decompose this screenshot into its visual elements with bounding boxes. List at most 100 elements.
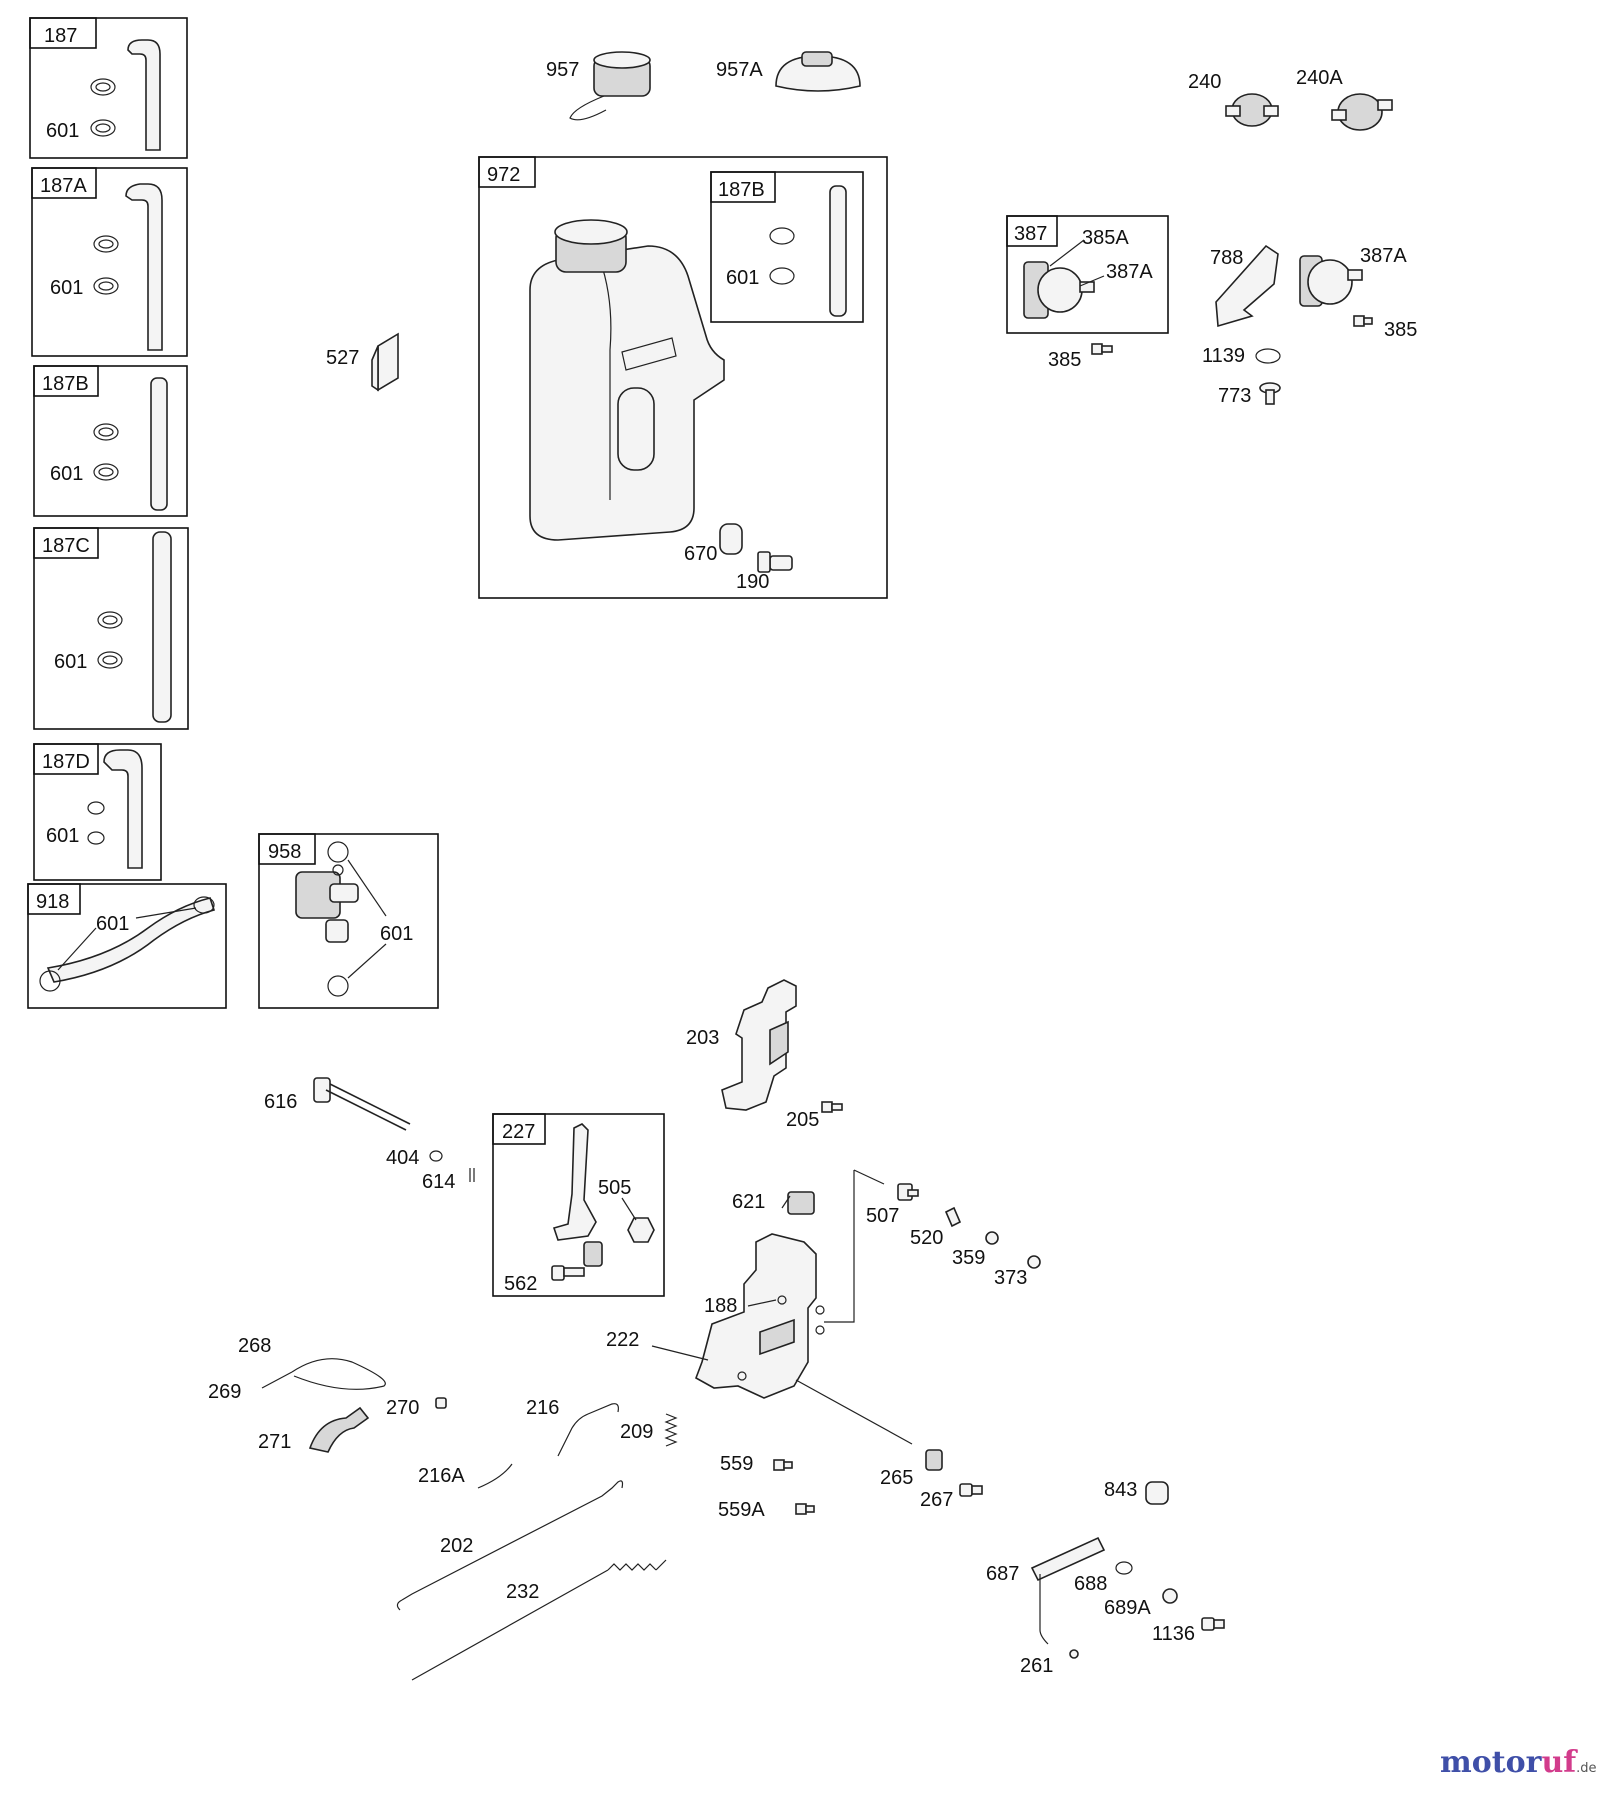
nut-359: 359 — [952, 1231, 999, 1269]
filter-240: 240 — [1188, 71, 1279, 127]
label-270: 270 — [386, 1397, 419, 1419]
label-385: 385 — [1384, 319, 1417, 341]
box-label-918: 918 — [36, 891, 69, 913]
nut-689a: 689A — [1104, 1588, 1178, 1619]
label-1136: 1136 — [1152, 1623, 1195, 1645]
box-label-187b-inner: 187B — [718, 179, 765, 201]
label-209: 209 — [620, 1421, 653, 1443]
hose-straight — [152, 531, 172, 723]
nut-505: 505 — [598, 1177, 655, 1243]
hose-clamp — [193, 896, 215, 914]
hose-clamp — [87, 801, 105, 815]
hose-clamp — [97, 611, 123, 629]
label-387a: 387A — [1106, 261, 1153, 283]
watermark-part2: uf — [1541, 1745, 1578, 1780]
label-385a: 385A — [1082, 227, 1129, 249]
link-216a: 216A — [418, 1463, 513, 1489]
box-387: 387 385A 387A — [1006, 215, 1169, 334]
label-267: 267 — [920, 1489, 953, 1511]
bracket-203: 203 — [686, 979, 797, 1111]
label-188: 188 — [704, 1295, 737, 1317]
washer-1139: 1139 — [1202, 345, 1281, 367]
filter-240a: 240A — [1296, 67, 1393, 131]
bolt-190: 190 — [736, 551, 793, 593]
box-label-227: 227 — [502, 1121, 535, 1143]
fuel-pump-387a: 387A — [1299, 245, 1407, 307]
label-216: 216 — [526, 1397, 559, 1419]
label-601: 601 — [380, 923, 413, 945]
link-202: 202 — [396, 1480, 624, 1611]
label-269: 269 — [208, 1381, 241, 1403]
hose-straight — [829, 185, 847, 317]
label-621: 621 — [732, 1191, 765, 1213]
box-187b-inner: 187B 601 — [710, 171, 864, 323]
screw-385: 385 — [1048, 343, 1113, 371]
label-240: 240 — [1188, 71, 1221, 93]
label-773: 773 — [1218, 385, 1251, 407]
hose-clamp — [93, 235, 119, 253]
hose-elbow — [127, 39, 161, 151]
box-label-958: 958 — [268, 841, 301, 863]
box-918: 918 601 — [27, 883, 227, 1009]
label-373: 373 — [994, 1267, 1027, 1289]
hose-elbow — [103, 749, 143, 869]
label-562: 562 — [504, 1273, 537, 1295]
nut-373: 373 — [994, 1255, 1041, 1289]
label-614: 614 — [422, 1171, 455, 1193]
hose-clamp — [90, 78, 116, 96]
screw-559: 559 — [720, 1453, 793, 1475]
label-1139: 1139 — [1202, 345, 1245, 367]
label-222: 222 — [606, 1329, 639, 1351]
screw-385-right: 385 — [1353, 315, 1417, 341]
spring-209: 209 — [620, 1413, 678, 1447]
box-187a: 187A 601 — [31, 167, 188, 357]
screw-205: 205 — [786, 1101, 843, 1131]
screw-559a: 559A — [718, 1499, 815, 1521]
washer-688: 688 — [1074, 1561, 1133, 1595]
control-lever — [552, 1123, 603, 1267]
screw-773: 773 — [1218, 382, 1281, 407]
hose-clamp — [769, 267, 795, 285]
clip-265: 265 — [795, 1379, 943, 1489]
label-788: 788 — [1210, 247, 1243, 269]
bracket-788: 788 — [1210, 244, 1279, 328]
label-205: 205 — [786, 1109, 819, 1131]
label-404: 404 — [386, 1147, 419, 1169]
label-687: 687 — [986, 1563, 1019, 1585]
label-359: 359 — [952, 1247, 985, 1269]
label-385: 385 — [1048, 349, 1081, 371]
box-972: 972 187B 601 670 190 — [478, 156, 888, 599]
watermark-part1: motor — [1440, 1745, 1543, 1780]
hose-straight — [150, 377, 168, 511]
box-227: 227 505 562 — [492, 1113, 665, 1297]
label-601: 601 — [726, 267, 759, 289]
label-265: 265 — [880, 1467, 913, 1489]
label-507: 507 — [866, 1205, 899, 1227]
fuel-line — [46, 897, 216, 983]
label-601: 601 — [96, 913, 129, 935]
label-601: 601 — [46, 825, 79, 847]
box-187c: 187C 601 — [33, 527, 189, 730]
hose-clamp — [90, 119, 116, 137]
fuel-cap-957: 957 — [546, 51, 651, 121]
label-688: 688 — [1074, 1573, 1107, 1595]
label-957: 957 — [546, 59, 579, 81]
link-216: 216 — [526, 1397, 619, 1457]
label-689a: 689A — [1104, 1597, 1151, 1619]
label-190: 190 — [736, 571, 769, 593]
label-505: 505 — [598, 1177, 631, 1199]
clip-621: 621 — [732, 1191, 815, 1215]
label-268: 268 — [238, 1335, 271, 1357]
label-601: 601 — [46, 120, 79, 142]
watermark-logo: motoruf.de — [1440, 1745, 1597, 1780]
label-957a: 957A — [716, 59, 763, 81]
clip-520: 520 — [910, 1206, 962, 1249]
label-559a: 559A — [718, 1499, 765, 1521]
label-271: 271 — [258, 1431, 291, 1453]
bumper-843: 843 — [1104, 1479, 1169, 1505]
box-label-187d: 187D — [42, 751, 90, 773]
label-261: 261 — [1020, 1655, 1053, 1677]
box-label-187c: 187C — [42, 535, 90, 557]
box-label-972: 972 — [487, 164, 520, 186]
